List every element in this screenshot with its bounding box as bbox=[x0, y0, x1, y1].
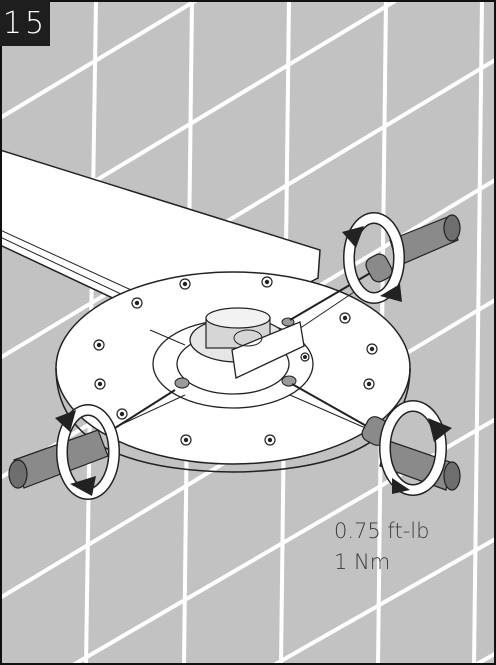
hex-key-icon bbox=[289, 214, 461, 321]
screw-icon bbox=[93, 339, 105, 351]
screw-icon bbox=[363, 378, 375, 390]
screw-icon bbox=[339, 312, 351, 324]
screw-icon bbox=[261, 276, 273, 288]
torque-spec: 0.75 ft-lb 1 Nm bbox=[334, 516, 429, 578]
screw-icon bbox=[179, 278, 191, 290]
torque-imperial: 0.75 ft-lb bbox=[334, 519, 430, 543]
plate-screws bbox=[93, 276, 378, 446]
step-number-badge: 15 bbox=[0, 0, 50, 46]
screw-icon bbox=[116, 408, 128, 420]
screw-icon bbox=[94, 378, 106, 390]
screw-icon bbox=[264, 434, 276, 446]
torque-metric: 1 Nm bbox=[334, 550, 391, 574]
rotation-arrow-icon bbox=[342, 212, 405, 304]
screw-icon bbox=[131, 297, 143, 309]
rotation-arrows bbox=[55, 212, 452, 500]
rotation-arrow-icon bbox=[379, 400, 452, 496]
screw-icon bbox=[180, 434, 192, 446]
rotation-arrow-icon bbox=[55, 404, 120, 500]
screw-icon bbox=[366, 343, 378, 355]
screw-icon bbox=[300, 352, 310, 362]
